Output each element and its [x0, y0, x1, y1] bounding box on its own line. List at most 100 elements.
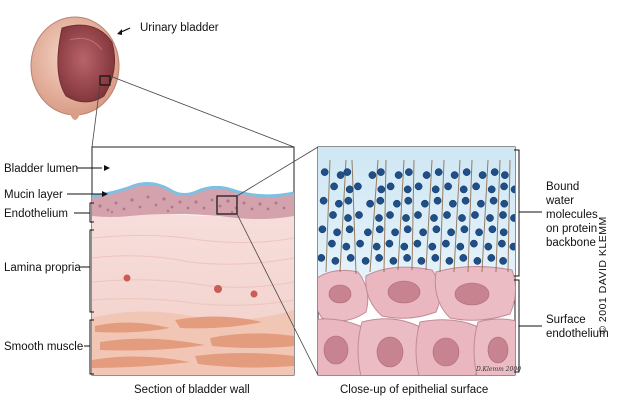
- water-molecule: [400, 242, 409, 251]
- water-molecule: [510, 214, 515, 222]
- water-molecule: [386, 211, 394, 219]
- water-molecule: [394, 171, 403, 179]
- water-molecule: [486, 214, 494, 222]
- mucin-layer-label: Mucin layer: [4, 189, 63, 201]
- water-molecule: [343, 168, 352, 176]
- water-molecule: [499, 228, 508, 237]
- water-molecule: [385, 239, 394, 248]
- water-molecule: [421, 199, 429, 208]
- water-molecule: [444, 182, 452, 191]
- water-molecule: [458, 214, 466, 222]
- water-molecule: [417, 257, 426, 265]
- water-molecule: [376, 196, 385, 205]
- water-molecule: [345, 185, 354, 194]
- water-molecule: [449, 199, 457, 208]
- closeup-caption: Close-up of epithelial surface: [340, 384, 489, 396]
- water-molecule: [375, 254, 383, 262]
- water-molecule: [475, 228, 483, 237]
- water-molecule: [391, 228, 399, 237]
- water-molecule: [487, 185, 496, 194]
- water-molecule: [345, 225, 354, 234]
- water-molecule: [509, 242, 515, 251]
- water-molecule: [403, 225, 412, 234]
- water-molecule: [375, 214, 383, 222]
- water-molecule: [403, 185, 412, 194]
- water-molecule: [329, 211, 337, 219]
- water-molecule: [333, 228, 341, 237]
- water-molecule: [404, 196, 413, 205]
- water-molecule: [478, 171, 487, 179]
- water-molecule: [422, 171, 431, 179]
- bound-water-label: Bound water molecules on protein backbon…: [546, 181, 598, 249]
- water-molecule: [489, 196, 498, 205]
- water-molecule: [414, 211, 422, 219]
- water-molecule: [447, 228, 455, 237]
- water-molecule: [402, 214, 410, 222]
- water-molecule: [434, 168, 443, 176]
- left-brackets: [89, 202, 94, 375]
- water-molecule: [510, 185, 515, 194]
- water-molecule: [419, 228, 427, 237]
- zoom-lines-top: [91, 75, 295, 148]
- water-molecule: [377, 168, 385, 176]
- water-molecule: [364, 228, 372, 237]
- water-molecules: [318, 168, 515, 265]
- water-molecule: [344, 196, 353, 205]
- water-molecule: [484, 242, 493, 251]
- water-molecule: [445, 257, 454, 265]
- water-molecule: [330, 182, 338, 191]
- smooth-muscle-label: Smooth muscle: [4, 341, 84, 353]
- urinary-bladder-label: Urinary bladder: [140, 22, 219, 34]
- water-molecule: [335, 199, 343, 208]
- water-molecule: [393, 199, 401, 208]
- water-molecule: [346, 254, 355, 262]
- bladder-illustration: [30, 16, 131, 120]
- zoom-lines-right: [236, 146, 319, 376]
- water-molecule: [372, 242, 381, 251]
- water-molecule: [318, 225, 327, 234]
- water-molecule: [320, 168, 329, 176]
- water-molecule: [456, 242, 465, 251]
- lamina-propria-label: Lamina propria: [4, 262, 81, 274]
- bladder-zoom-box: [99, 75, 111, 86]
- water-molecule: [431, 254, 440, 262]
- section-zoom-box: [216, 195, 238, 215]
- water-molecule: [403, 254, 411, 262]
- water-molecule: [471, 211, 479, 219]
- water-molecule: [375, 225, 384, 234]
- water-molecule: [414, 182, 423, 191]
- water-molecule: [499, 211, 507, 219]
- water-molecule: [443, 211, 451, 219]
- bladder-lumen-label: Bladder lumen: [4, 163, 79, 175]
- water-molecule: [501, 171, 509, 179]
- water-molecule: [470, 239, 478, 248]
- water-molecule: [431, 185, 440, 194]
- water-molecule: [460, 225, 469, 234]
- water-molecule: [442, 239, 450, 248]
- water-molecule: [377, 185, 386, 194]
- water-molecule: [386, 182, 395, 191]
- water-molecule: [318, 254, 326, 262]
- closeup-panel: [317, 146, 516, 376]
- water-molecule: [366, 199, 374, 208]
- water-molecule: [488, 225, 497, 234]
- water-molecule: [490, 168, 499, 176]
- water-molecule: [459, 185, 468, 194]
- water-molecule: [462, 168, 471, 176]
- water-molecule: [433, 196, 442, 205]
- left-leaders: [67, 167, 106, 347]
- water-molecule: [472, 182, 480, 191]
- water-molecule: [432, 225, 441, 234]
- water-molecule: [500, 182, 508, 191]
- endothelium-label: Endothelium: [4, 208, 68, 220]
- surface-endothelium-label: Surface endothelium: [546, 314, 609, 340]
- water-molecule: [477, 199, 485, 208]
- water-molecule: [428, 242, 437, 251]
- section-caption: Section of bladder wall: [134, 384, 250, 396]
- water-molecule: [344, 214, 352, 222]
- water-molecule: [473, 257, 482, 265]
- water-molecule: [361, 257, 370, 265]
- water-molecule: [499, 257, 507, 265]
